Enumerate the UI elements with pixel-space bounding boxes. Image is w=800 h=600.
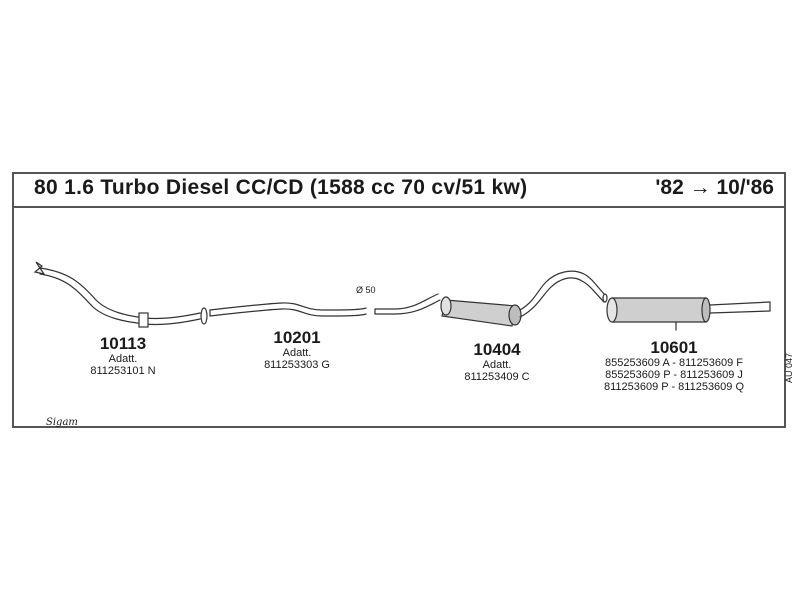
part-code: 855253609 A - 811253609 F xyxy=(604,357,744,369)
part-label-10201: 10201 Adatt. 811253303 G xyxy=(234,328,360,371)
adapt-label: Adatt. xyxy=(482,359,512,371)
part-code: 855253609 P - 811253609 J xyxy=(605,369,743,381)
part-code: 811253101 N xyxy=(90,365,156,377)
rear-silencer-10601 xyxy=(606,297,771,331)
front-pipe-10113 xyxy=(33,261,208,328)
adapt-label: Adatt. xyxy=(108,353,138,365)
date-range: '82 → 10/'86 xyxy=(655,176,774,199)
part-number: 10601 xyxy=(650,338,698,357)
adapt-label: Adatt. xyxy=(282,347,312,359)
part-code: 811253609 P - 811253609 Q xyxy=(603,381,745,393)
part-label-10404: 10404 Adatt. 811253409 C xyxy=(434,340,560,383)
diameter-label: Ø 50 xyxy=(356,285,376,295)
intermediate-pipe-10201 xyxy=(209,302,367,317)
header-divider xyxy=(14,206,784,208)
part-label-10601: 10601 855253609 A - 811253609 F 85525360… xyxy=(584,338,764,393)
diagram-frame: 80 1.6 Turbo Diesel CC/CD (1588 cc 70 cv… xyxy=(12,172,786,428)
part-code: 811253409 C xyxy=(464,371,530,383)
brand-logo: Sigam xyxy=(46,417,78,428)
part-number: 10404 xyxy=(473,340,521,359)
part-number: 10201 xyxy=(273,328,321,347)
part-code: 811253303 G xyxy=(264,359,330,371)
part-number: 10113 xyxy=(99,334,147,353)
vehicle-title: 80 1.6 Turbo Diesel CC/CD (1588 cc 70 cv… xyxy=(34,176,528,199)
part-label-10113: 10113 Adatt. 811253101 N xyxy=(60,334,186,377)
middle-silencer-10404 xyxy=(374,270,608,327)
reference-code: AU 047 xyxy=(784,352,794,383)
